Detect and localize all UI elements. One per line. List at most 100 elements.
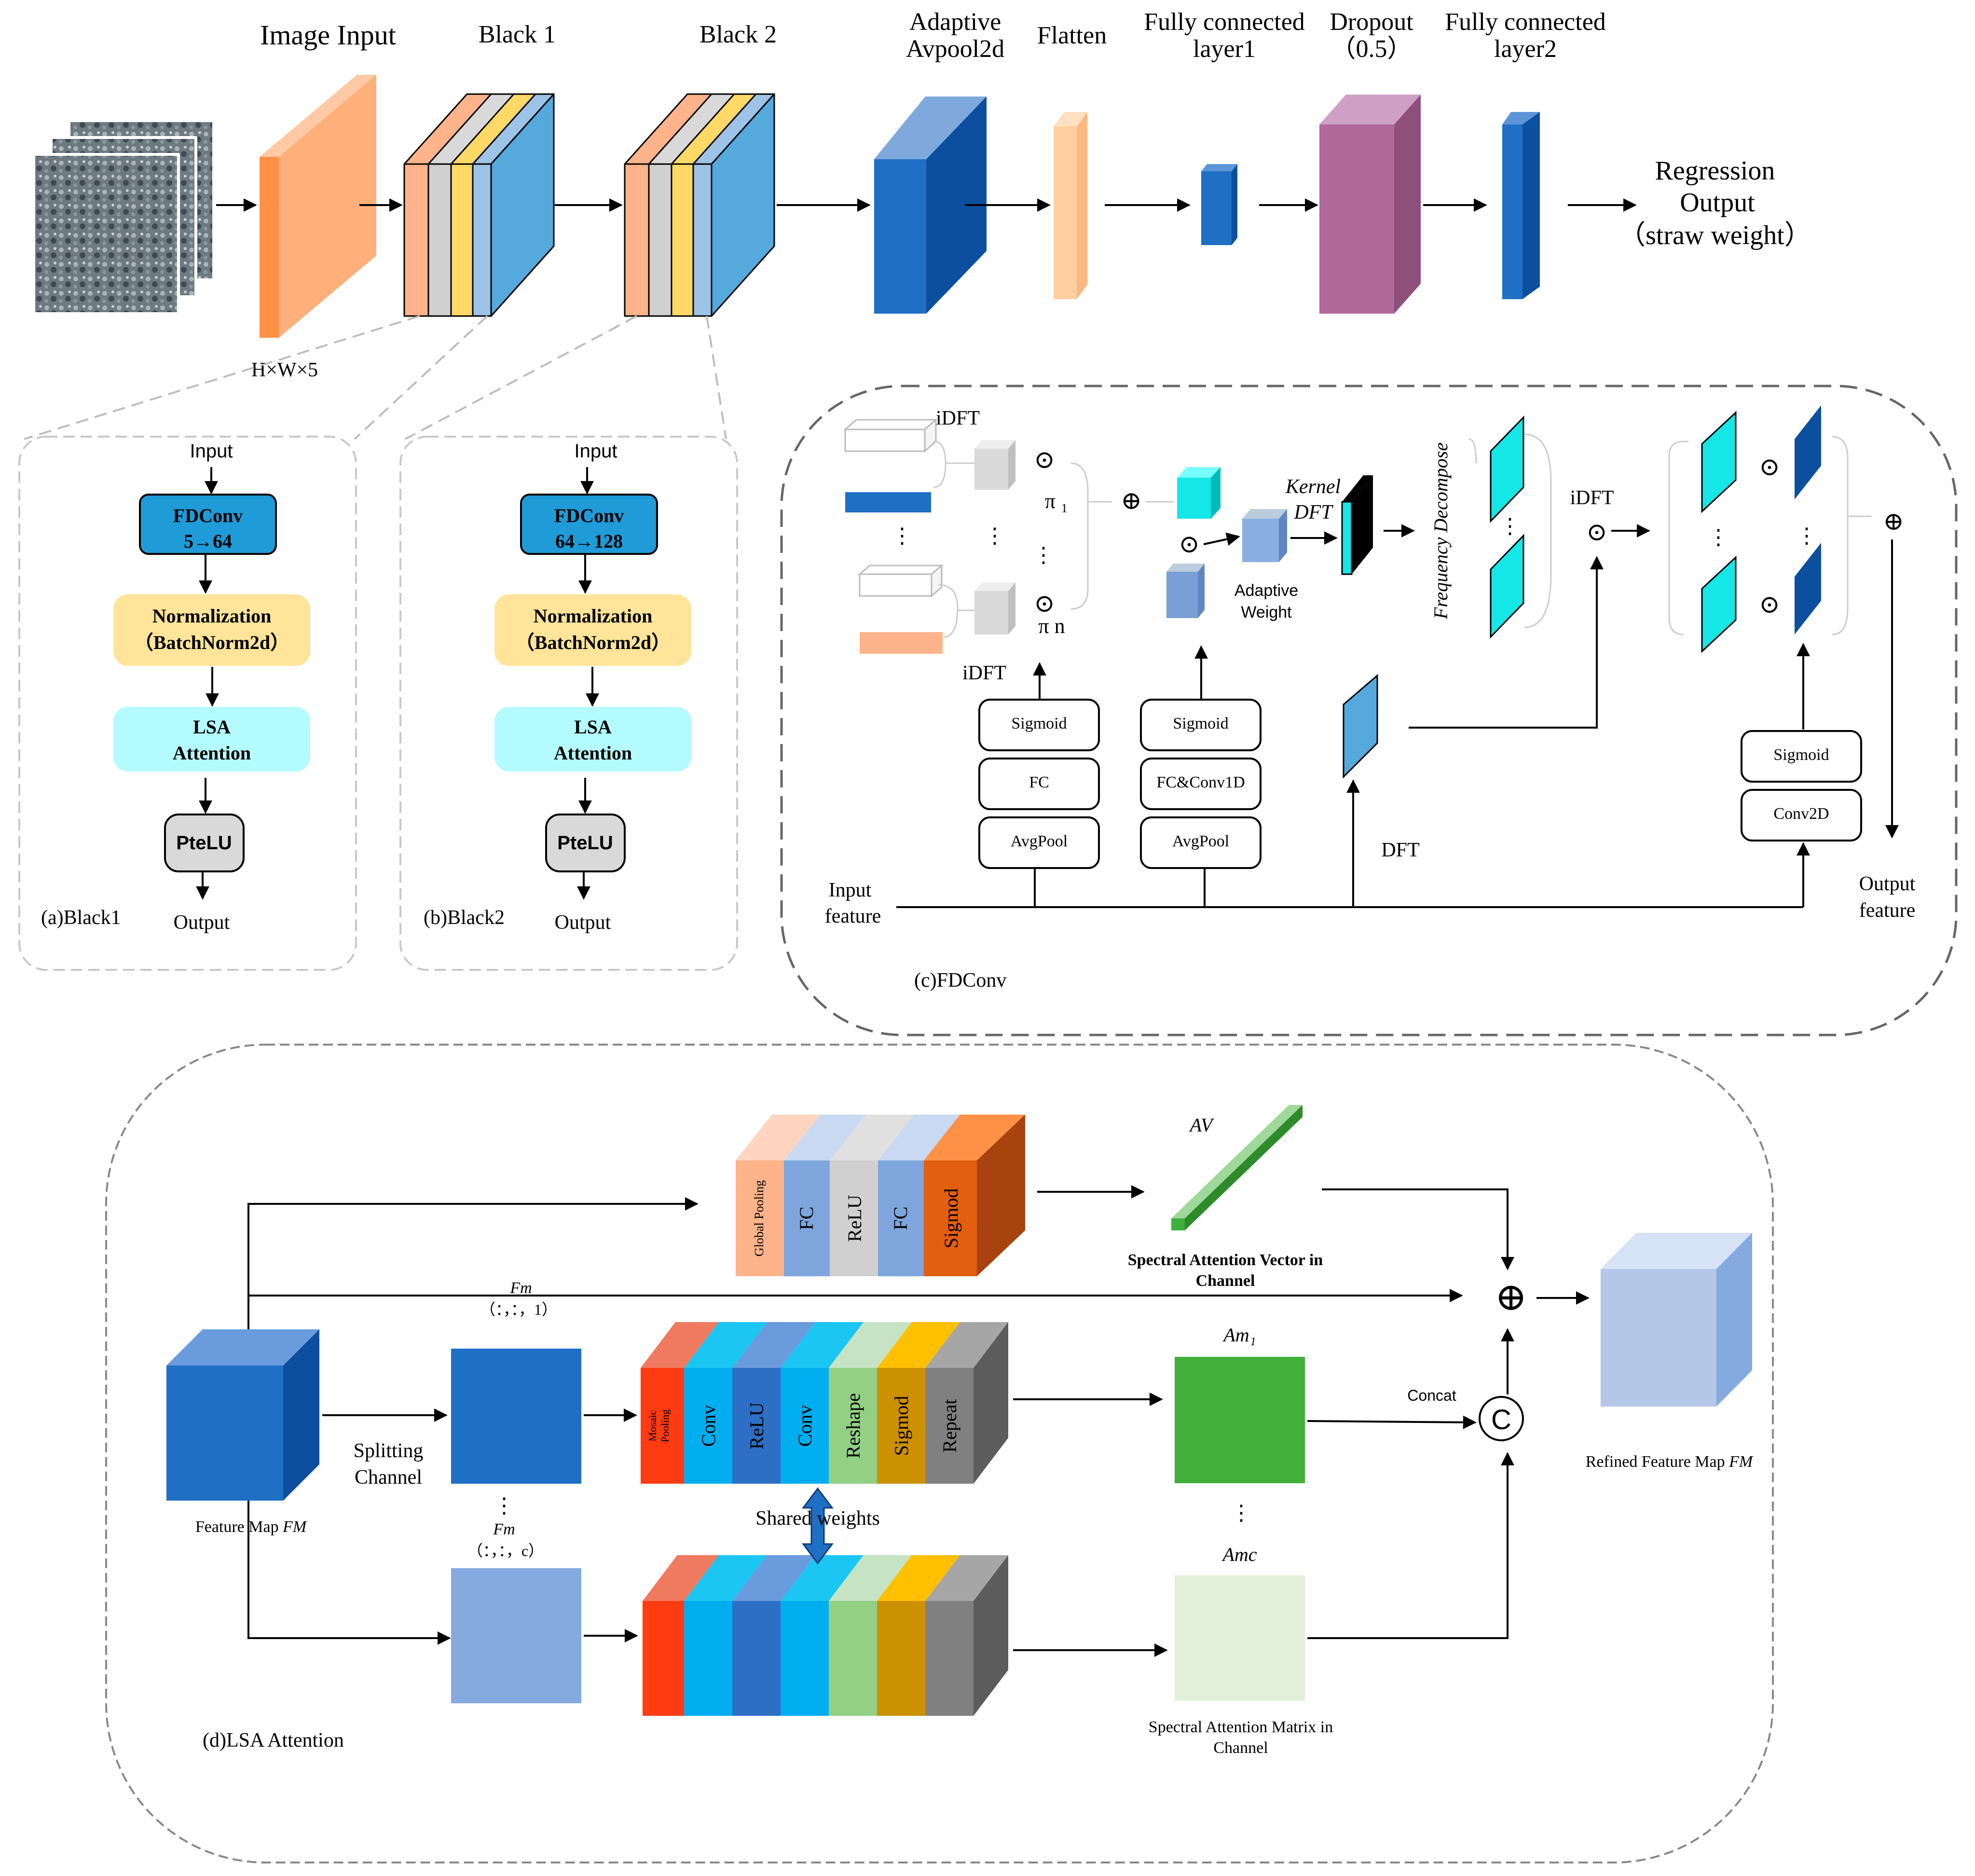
c-pin-label: π n bbox=[1038, 614, 1065, 638]
c-idft-right-label: iDFT bbox=[1570, 487, 1614, 509]
a-prelu-box bbox=[164, 814, 245, 872]
regression-label-1: Regression bbox=[1655, 156, 1775, 186]
c-avgpool-2: AvgPool bbox=[1172, 832, 1229, 850]
c-freq-label: Frequency Decompose bbox=[1430, 442, 1452, 620]
c-kernel-label-1: Kernel bbox=[1285, 476, 1341, 498]
a-norm-label-2: （BatchNorm2d） bbox=[134, 632, 289, 653]
d-amc-label: Amc bbox=[1221, 1544, 1257, 1565]
panel-d-lsa: Global Pooling FC ReLU FC Sigmod AV Spec… bbox=[105, 1044, 1774, 1863]
c-pi1-label: π ₁ bbox=[1045, 489, 1069, 513]
b-lsa-label-1: LSA bbox=[574, 716, 612, 738]
c-dark-slabs bbox=[1795, 405, 1821, 635]
c-odot-5: ⊙ bbox=[1759, 454, 1780, 481]
b-prelu-box bbox=[545, 814, 626, 872]
c-conv2d-3: Conv2D bbox=[1773, 805, 1829, 823]
fc1-block bbox=[1201, 164, 1237, 245]
c-sigmoid-2: Sigmoid bbox=[1173, 715, 1228, 732]
block2-stack bbox=[624, 93, 775, 317]
d-caption: (d)LSA Attention bbox=[203, 1729, 344, 1752]
d-sigmod-top: Sigmod bbox=[940, 1188, 962, 1248]
d-am1-square bbox=[1175, 1357, 1305, 1483]
d-relu-top: ReLU bbox=[844, 1195, 865, 1242]
d-channel-c-square bbox=[451, 1568, 581, 1703]
a-lsa-label-1: LSA bbox=[193, 716, 231, 738]
panel-a-block1: Input FDConv 5→64 Normalization （BatchNo… bbox=[18, 436, 357, 971]
d-feature-map-cube bbox=[166, 1329, 319, 1501]
c-sigmoid-1: Sigmoid bbox=[1011, 715, 1067, 732]
d-mosaic-pool-1: Mosaic bbox=[646, 1410, 658, 1441]
c-freq-slabs bbox=[1490, 415, 1524, 639]
d-fc-top-1: FC bbox=[795, 1207, 817, 1230]
d-global-pooling: Global Pooling bbox=[752, 1180, 766, 1256]
d-mosaic-pool-2: Pooling bbox=[659, 1409, 671, 1442]
c-idft-bottom-label: iDFT bbox=[962, 662, 1006, 684]
c-avgpool-1: AvgPool bbox=[1011, 832, 1068, 850]
c-oplus-2: ⊕ bbox=[1883, 508, 1904, 536]
top-pipeline: Image Input Black 1 Black 2 Adaptive Avp… bbox=[24, 8, 1811, 440]
d-fm-top-label: Fm bbox=[509, 1279, 532, 1297]
fc1-label-2: layer1 bbox=[1193, 35, 1256, 63]
d-conv-mid-2: Conv bbox=[794, 1405, 816, 1447]
a-input-label: Input bbox=[190, 441, 233, 462]
d-reshape-mid: Reshape bbox=[842, 1393, 864, 1459]
d-concat-symbol: C bbox=[1491, 1404, 1511, 1435]
avgpool-label-2: Avpool2d bbox=[906, 35, 1004, 63]
c-dft-label: DFT bbox=[1381, 839, 1419, 861]
d-sigmod-mid: Sigmod bbox=[891, 1396, 912, 1456]
c-vdots-4: ⋮ bbox=[1499, 514, 1521, 538]
c-vdots-3: ⋮ bbox=[1033, 543, 1054, 567]
block1-label: Black 1 bbox=[479, 21, 556, 48]
c-caption: (c)FDConv bbox=[914, 969, 1006, 992]
a-lsa-label-2: Attention bbox=[173, 742, 251, 764]
c-vdots-2: ⋮ bbox=[984, 524, 1005, 548]
regression-label-3: （straw weight） bbox=[1618, 221, 1811, 250]
d-refined-label: Refined Feature Map FM bbox=[1586, 1453, 1754, 1471]
b-lsa-box bbox=[494, 707, 691, 772]
dropout-label-1: Dropout bbox=[1330, 8, 1413, 36]
c-branch-boxes bbox=[978, 699, 1862, 869]
fc2-block bbox=[1502, 112, 1540, 299]
d-concat-label: Concat bbox=[1407, 1387, 1456, 1404]
c-kernel-slab bbox=[1341, 475, 1373, 575]
a-fdconv-label: FDConv bbox=[173, 505, 243, 526]
d-top-block bbox=[736, 1115, 1025, 1276]
block2-label: Black 2 bbox=[699, 21, 777, 48]
c-oplus-1: ⊕ bbox=[1121, 487, 1142, 515]
avgpool-block bbox=[874, 97, 987, 314]
avgpool-label-1: Adaptive bbox=[909, 8, 1001, 36]
a-fdconv-channels: 5→64 bbox=[184, 530, 232, 552]
d-relu-mid: ReLU bbox=[746, 1402, 768, 1449]
flatten-label: Flatten bbox=[1037, 22, 1107, 49]
a-lsa-box bbox=[113, 707, 310, 772]
a-prelu-label: PteLU bbox=[176, 832, 232, 854]
input-dims-label: H×W×5 bbox=[251, 359, 318, 381]
b-input-label: Input bbox=[575, 441, 617, 462]
d-splitting-label-2: Channel bbox=[355, 1466, 422, 1489]
c-odot-4: ⊙ bbox=[1586, 519, 1607, 546]
dropout-block bbox=[1319, 95, 1421, 314]
c-fc-conv1d-2: FC&Conv1D bbox=[1156, 773, 1245, 791]
b-norm-box bbox=[494, 594, 691, 666]
b-fdconv-label: FDConv bbox=[554, 505, 624, 526]
flatten-slab bbox=[1054, 112, 1087, 299]
c-vdots-6: ⋮ bbox=[1796, 524, 1817, 548]
c-kernel-slabs bbox=[843, 418, 944, 654]
input-layer-slab bbox=[260, 75, 376, 338]
c-idft-top-label: iDFT bbox=[936, 407, 980, 429]
d-feature-map-label: Feature Map FM bbox=[195, 1518, 307, 1536]
c-adaptive-label-2: Weight bbox=[1241, 603, 1292, 621]
c-vdots-5: ⋮ bbox=[1708, 525, 1729, 549]
d-sam-desc-2: Channel bbox=[1213, 1739, 1268, 1757]
panel-b-block2: Input FDConv 64→128 Normalization （Batch… bbox=[399, 436, 738, 971]
panel-c-fdconv: iDFT iDFT ⋮ ⋮ ⋮ ⊙ ⊙ π ₁ π n ⊕ ⊙ Adapt bbox=[780, 385, 1958, 1036]
c-grey-cubes bbox=[974, 440, 1015, 635]
c-vdots-1: ⋮ bbox=[891, 524, 913, 548]
b-fdconv-channels: 64→128 bbox=[555, 530, 623, 552]
b-norm-label-2: （BatchNorm2d） bbox=[515, 632, 671, 653]
d-amc-square bbox=[1175, 1575, 1305, 1701]
c-input-label-2: feature bbox=[825, 905, 881, 927]
d-fc-top-2: FC bbox=[890, 1207, 911, 1230]
c-output-label-1: Output bbox=[1859, 873, 1916, 895]
d-fm-top-idx: （：，：，1） bbox=[480, 1301, 557, 1318]
